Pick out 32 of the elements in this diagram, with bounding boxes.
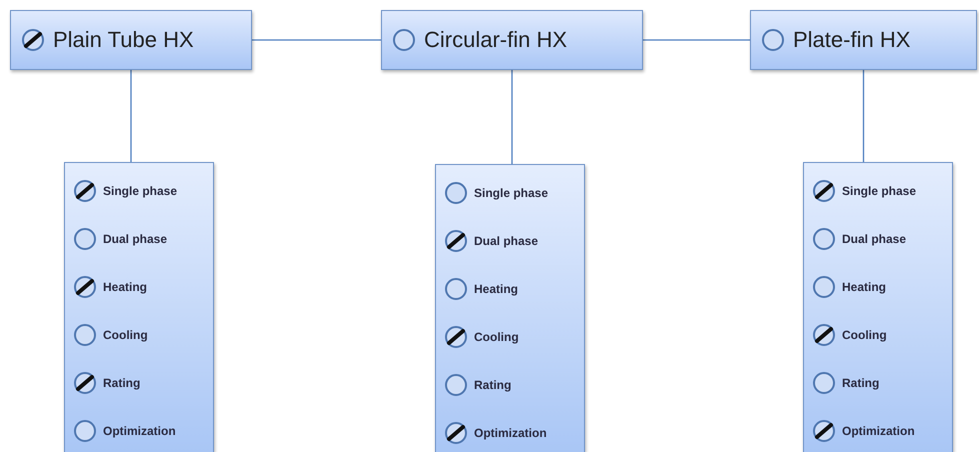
connector-line [252, 39, 381, 41]
category-title: Plain Tube HX [53, 27, 194, 53]
option-label: Heating [103, 280, 148, 294]
option-label: Heating [842, 280, 886, 294]
connector-line [130, 70, 132, 162]
category-box [381, 10, 643, 70]
connector-line [862, 70, 864, 162]
option-label: Rating [103, 376, 140, 390]
option-label: Cooling [474, 330, 519, 344]
category-title: Circular-fin HX [424, 27, 568, 53]
category-title: Plate-fin HX [793, 27, 910, 53]
option-label: Cooling [842, 328, 887, 342]
option-panel [435, 164, 585, 452]
option-label: Rating [842, 376, 880, 390]
connector-line [643, 39, 750, 41]
option-label: Dual phase [474, 234, 538, 248]
option-label: Single phase [842, 184, 916, 198]
option-label: Heating [474, 282, 518, 296]
option-label: Dual phase [103, 232, 168, 246]
option-label: Single phase [474, 186, 548, 200]
option-panel [803, 162, 953, 452]
category-box [10, 10, 252, 70]
option-panel [64, 162, 214, 452]
option-label: Rating [474, 378, 512, 392]
category-box [750, 10, 977, 70]
option-label: Optimization [474, 426, 547, 440]
option-label: Single phase [103, 184, 178, 198]
option-label: Cooling [103, 328, 148, 342]
option-label: Dual phase [842, 232, 906, 246]
option-label: Optimization [103, 424, 176, 438]
connector-line [511, 70, 513, 164]
option-label: Optimization [842, 424, 915, 438]
